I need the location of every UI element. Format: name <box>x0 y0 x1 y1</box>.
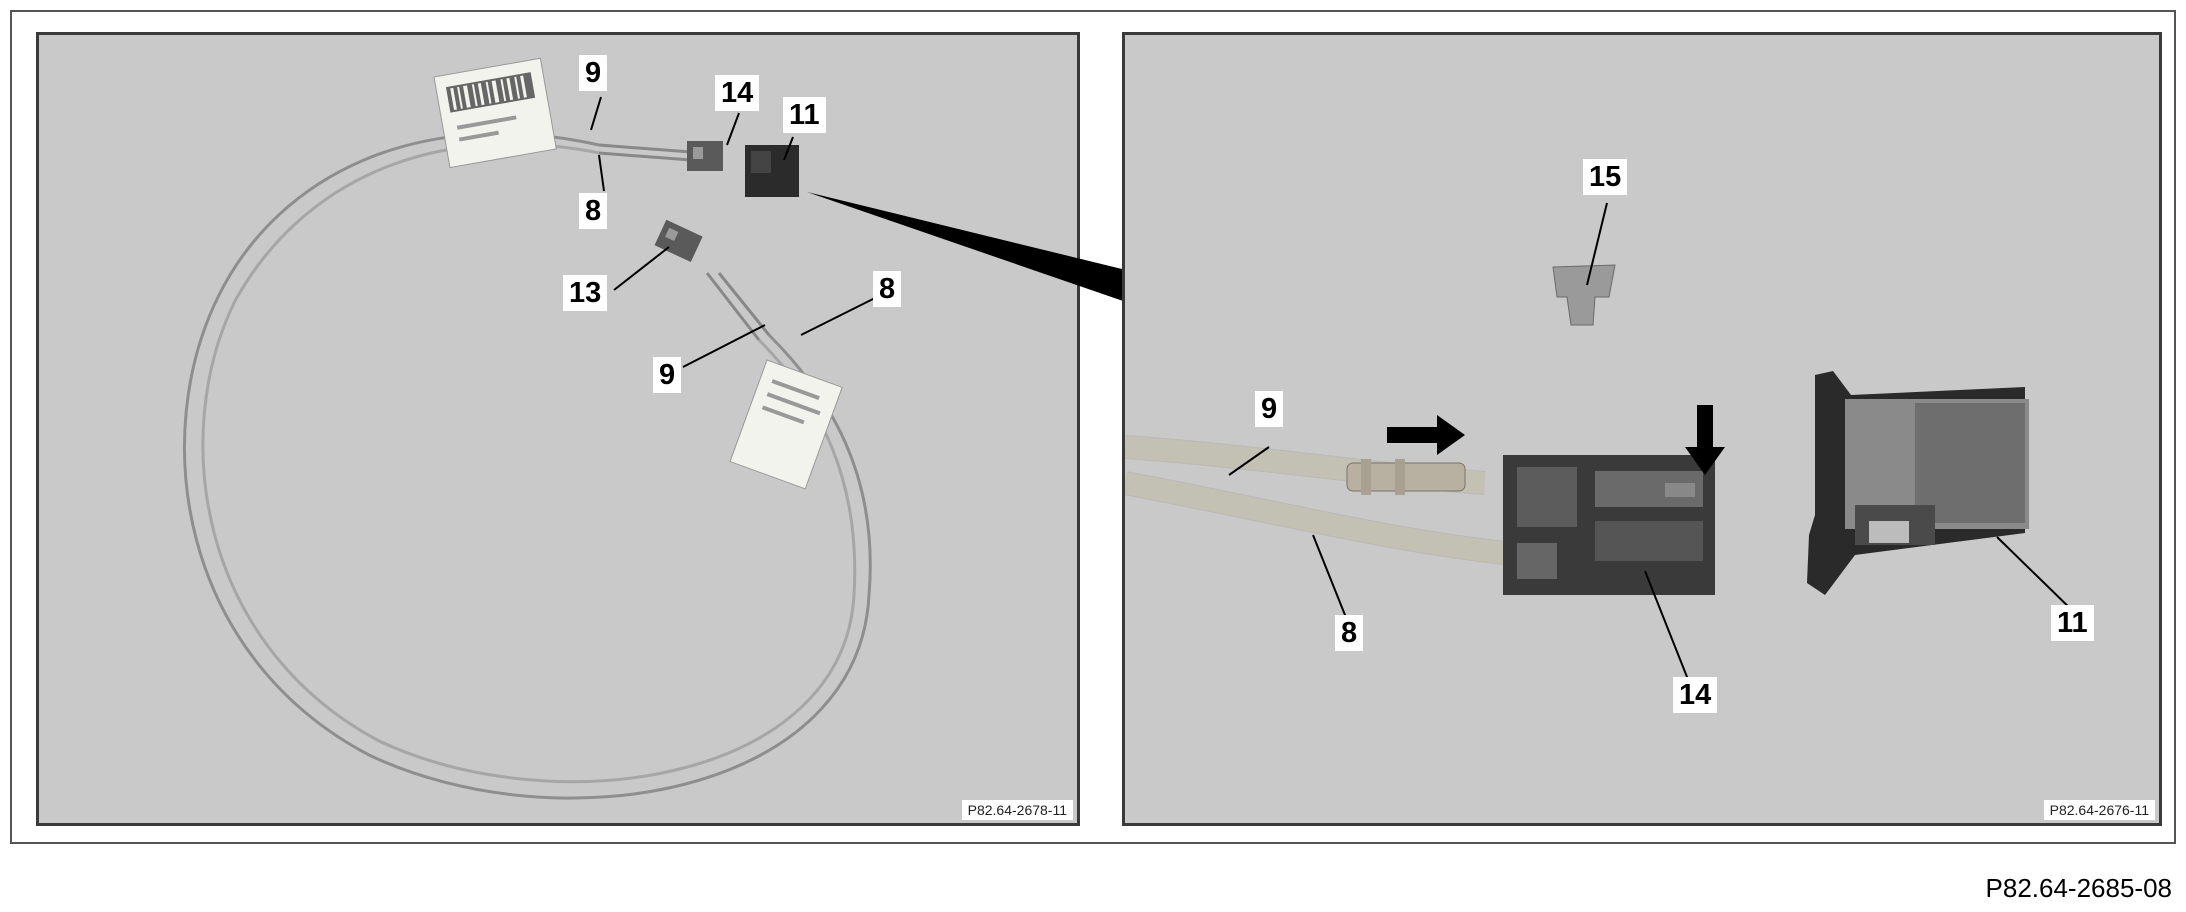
callout-9-right: 9 <box>1255 391 1284 427</box>
cable-loop-drawing <box>182 57 878 800</box>
callout-8-right: 8 <box>873 271 902 307</box>
cable-9-ferrule <box>1346 459 1466 495</box>
cable-8-edge <box>1125 471 1507 565</box>
figure-code: P82.64-2685-08 <box>1985 873 2172 903</box>
arrow-right <box>1387 415 1465 455</box>
left-photo-panel: 9 14 11 8 13 8 9 P82.64-2678-11 <box>36 32 1080 826</box>
left-panel-code: P82.64-2678-11 <box>961 800 1073 820</box>
right-photo-panel: 15 9 8 14 11 P82.64-2676-11 <box>1122 32 2162 826</box>
callout-11-left: 11 <box>783 97 826 133</box>
callout-14-right: 14 <box>1673 677 1718 713</box>
cable-end-lower <box>705 272 771 341</box>
cable-end-upper <box>598 143 705 163</box>
callout-8-top: 8 <box>579 193 608 229</box>
cable-tag-lower <box>729 359 843 490</box>
callout-13: 13 <box>563 275 608 311</box>
part-15-lock <box>1552 264 1616 326</box>
connector-14-large <box>1503 455 1715 595</box>
callout-9-lower: 9 <box>653 357 682 393</box>
callout-9-top: 9 <box>579 55 608 91</box>
cable-loop-outer <box>182 132 872 800</box>
right-leader-lines <box>1228 202 2078 688</box>
connector-13 <box>654 219 703 263</box>
barcode-tag <box>433 57 557 169</box>
housing-11 <box>1807 371 2029 595</box>
callout-15: 15 <box>1583 159 1628 195</box>
connector-assembly-drawing <box>1125 202 2078 688</box>
callout-11-right: 11 <box>2051 605 2094 641</box>
callout-8-right-panel: 8 <box>1335 615 1364 651</box>
figure-frame: 9 14 11 8 13 8 9 P82.64-2678-11 <box>10 10 2176 844</box>
left-leader-lines <box>590 96 878 368</box>
callout-14-left: 14 <box>715 75 760 111</box>
arrow-down <box>1685 405 1725 475</box>
right-panel-code: P82.64-2676-11 <box>2043 800 2155 820</box>
connector-14-small <box>687 141 723 171</box>
connector-11-housing <box>745 145 799 197</box>
cable-loop-inner <box>201 142 857 784</box>
cable-8 <box>1125 472 1507 564</box>
